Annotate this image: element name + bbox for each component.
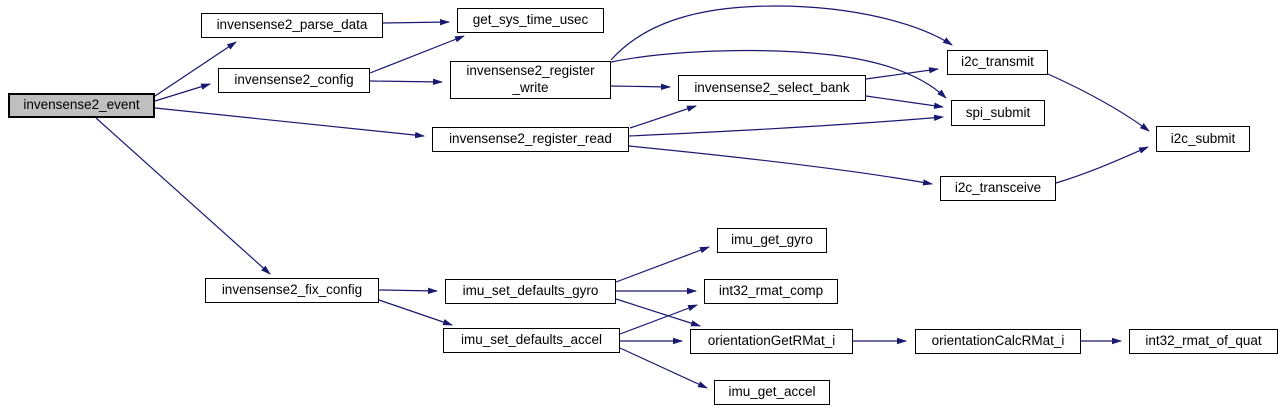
node-label: invensense2_parse_data	[216, 17, 368, 33]
edge-invensense2_register_read-to-i2c_transceive	[628, 145, 933, 186]
edge-invensense2_select_bank-to-spi_submit	[865, 95, 944, 109]
node-label: invensense2_config	[234, 72, 354, 88]
node-label: imu_get_gyro	[731, 232, 813, 248]
node-label: i2c_transmit	[961, 54, 1034, 70]
node-invensense2_config[interactable]: invensense2_config	[218, 68, 370, 93]
node-invensense2_register_read[interactable]: invensense2_register_read	[432, 127, 629, 152]
node-int32_rmat_of_quat[interactable]: int32_rmat_of_quat	[1129, 329, 1278, 354]
node-label: get_sys_time_usec	[472, 12, 589, 28]
edge-invensense2_register_write-to-spi_submit	[610, 49, 947, 99]
node-imu_get_accel[interactable]: imu_get_accel	[714, 380, 830, 405]
node-label: int32_rmat_comp	[718, 283, 824, 299]
node-invensense2_register_write[interactable]: invensense2_register _write	[450, 61, 611, 99]
node-label: imu_set_defaults_accel	[460, 332, 603, 348]
edge-i2c_transmit-to-i2c_submit	[1047, 73, 1150, 132]
edge-invensense2_register_write-to-invensense2_select_bank	[610, 83, 671, 91]
node-int32_rmat_comp[interactable]: int32_rmat_comp	[704, 279, 838, 304]
edge-invensense2_event-to-invensense2_register_read	[154, 107, 425, 139]
node-i2c_transceive[interactable]: i2c_transceive	[940, 176, 1056, 201]
edge-invensense2_fix_config-to-imu_set_defaults_gyro	[378, 287, 438, 295]
edge-imu_set_defaults_gyro-to-orientationGetRMat_i	[615, 298, 701, 327]
node-imu_set_defaults_gyro[interactable]: imu_set_defaults_gyro	[445, 279, 616, 304]
node-invensense2_parse_data[interactable]: invensense2_parse_data	[201, 13, 383, 38]
node-invensense2_fix_config[interactable]: invensense2_fix_config	[205, 278, 379, 303]
node-imu_set_defaults_accel[interactable]: imu_set_defaults_accel	[443, 328, 620, 353]
edge-invensense2_fix_config-to-imu_set_defaults_accel	[378, 299, 453, 326]
edge-imu_set_defaults_accel-to-imu_get_accel	[619, 347, 708, 389]
node-invensense2_select_bank[interactable]: invensense2_select_bank	[678, 75, 866, 101]
edge-invensense2_select_bank-to-i2c_transmit	[865, 67, 939, 80]
node-imu_get_gyro[interactable]: imu_get_gyro	[717, 228, 827, 253]
node-label: invensense2_register_read	[449, 131, 612, 147]
edge-imu_set_defaults_accel-to-int32_rmat_comp	[619, 304, 698, 335]
edge-invensense2_config-to-get_sys_time_usec	[369, 35, 465, 74]
node-spi_submit[interactable]: spi_submit	[951, 100, 1045, 126]
edge-invensense2_config-to-invensense2_register_write	[369, 78, 443, 86]
edge-invensense2_register_write-to-i2c_transmit	[610, 5, 953, 61]
node-i2c_transmit[interactable]: i2c_transmit	[947, 50, 1048, 75]
node-label: invensense2_fix_config	[221, 282, 363, 298]
node-label: i2c_submit	[1170, 130, 1236, 146]
node-label: invensense2_event	[23, 97, 140, 113]
node-label: i2c_transceive	[954, 180, 1042, 196]
node-label: invensense2_select_bank	[694, 79, 850, 95]
node-get_sys_time_usec[interactable]: get_sys_time_usec	[457, 8, 604, 33]
edge-invensense2_event-to-invensense2_config	[154, 83, 211, 102]
node-invensense2_event[interactable]: invensense2_event	[8, 93, 155, 118]
node-i2c_submit[interactable]: i2c_submit	[1156, 126, 1250, 152]
node-label: imu_set_defaults_gyro	[462, 283, 599, 299]
edge-invensense2_parse_data-to-get_sys_time_usec	[382, 18, 450, 26]
edge-imu_set_defaults_gyro-to-imu_get_gyro	[615, 246, 710, 283]
node-label: spi_submit	[965, 104, 1031, 120]
node-label: orientationCalcRMat_i	[931, 333, 1065, 349]
node-label: imu_get_accel	[728, 384, 816, 400]
node-orientationGetRMat_i[interactable]: orientationGetRMat_i	[690, 329, 853, 354]
edge-i2c_transceive-to-i2c_submit	[1055, 146, 1149, 184]
node-label: orientationGetRMat_i	[707, 333, 836, 349]
edge-invensense2_register_read-to-spi_submit	[628, 114, 944, 137]
node-label: invensense2_register _write	[466, 63, 595, 95]
edge-invensense2_event-to-invensense2_fix_config	[95, 117, 271, 275]
edge-invensense2_event-to-invensense2_parse_data	[154, 41, 237, 97]
node-orientationCalcRMat_i[interactable]: orientationCalcRMat_i	[915, 329, 1081, 354]
node-label: int32_rmat_of_quat	[1145, 333, 1262, 349]
edge-invensense2_register_read-to-invensense2_select_bank	[629, 105, 697, 129]
